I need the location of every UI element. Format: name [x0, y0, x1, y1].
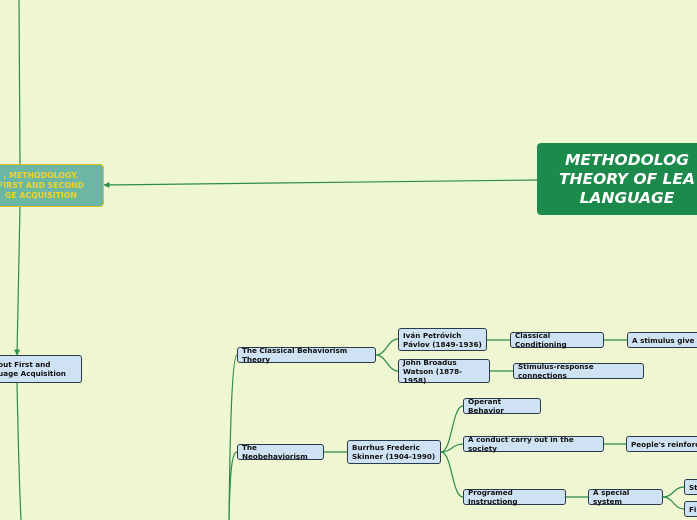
link-special-st: [662, 486, 685, 498]
special-system-node[interactable]: A special system: [588, 488, 663, 506]
conduct-society-node[interactable]: A conduct carry out in the society: [463, 435, 604, 453]
classical-behaviorism-label: The Classical Behaviorism Theory: [242, 346, 348, 364]
link-classical-watson: [375, 354, 399, 372]
neobehaviorism-node[interactable]: The Neobehaviorism: [237, 443, 324, 461]
skinner-label: Burrhus Frederic Skinner (1904-1990): [352, 443, 436, 461]
programed-instruction-node[interactable]: Programed Instructiong: [463, 488, 566, 506]
watson-label: John Broadus Watson (1878-1958): [403, 357, 463, 385]
stimulus-response-node[interactable]: Stimulus-response connections: [513, 362, 644, 380]
watson-node[interactable]: John Broadus Watson (1878-1958): [398, 357, 490, 385]
link-topic-about: [14, 205, 21, 356]
link-root-topic: [103, 179, 538, 188]
link-classical-pavlov: [375, 338, 399, 356]
classical-conditioning-label: Classical Conditioning: [515, 331, 567, 349]
operant-behavior-node[interactable]: Operant Behavior: [463, 397, 541, 415]
st-label: St: [689, 482, 697, 492]
pavlov-node[interactable]: Iván Petróvich Pávlov (1849-1936): [398, 328, 487, 351]
fi-label: Fi: [689, 504, 697, 514]
classical-behaviorism-node[interactable]: The Classical Behaviorism Theory: [237, 346, 376, 364]
topic-node-label: , METHODOLOGY, FIRST AND SECOND GE ACQUI…: [0, 170, 84, 200]
stimulus-response-label: Stimulus-response connections: [518, 362, 594, 380]
link-trunk-top: [18, 0, 21, 166]
stimulus-give-label: A stimulus give a: [632, 335, 697, 345]
skinner-node[interactable]: Burrhus Frederic Skinner (1904-1990): [347, 440, 441, 464]
neobehaviorism-label: The Neobehaviorism: [242, 443, 308, 461]
special-system-label: A special system: [593, 488, 630, 506]
link-about-down: [16, 382, 22, 520]
fi-node[interactable]: Fi: [684, 501, 697, 517]
conduct-society-label: A conduct carry out in the society: [468, 435, 574, 453]
stimulus-give-node[interactable]: A stimulus give a: [627, 332, 697, 348]
peoples-reinforc-node[interactable]: People's reinforc: [626, 436, 697, 452]
root-node-label: METHODOLOG THEORY OF LEA LANGUAGE: [558, 150, 696, 207]
st-node[interactable]: St: [684, 479, 697, 495]
pavlov-label: Iván Petróvich Pávlov (1849-1936): [403, 330, 482, 349]
link-skinner-programed: [440, 451, 464, 498]
peoples-reinforc-label: People's reinforc: [631, 439, 697, 449]
link-skinner-operant: [440, 405, 464, 453]
classical-conditioning-node[interactable]: Classical Conditioning: [510, 331, 604, 349]
topic-node[interactable]: , METHODOLOGY, FIRST AND SECOND GE ACQUI…: [0, 164, 104, 207]
link-special-fi: [662, 496, 685, 510]
link-spine-neo: [228, 451, 238, 520]
programed-instruction-label: Programed Instructiong: [468, 488, 518, 506]
about-acquisition-node[interactable]: bout First and guage Acquisition: [0, 355, 82, 383]
about-acquisition-label: bout First and guage Acquisition: [0, 360, 66, 378]
operant-behavior-label: Operant Behavior: [468, 397, 504, 415]
root-node[interactable]: METHODOLOG THEORY OF LEA LANGUAGE: [537, 143, 697, 215]
link-skinner-conduct: [440, 443, 464, 453]
